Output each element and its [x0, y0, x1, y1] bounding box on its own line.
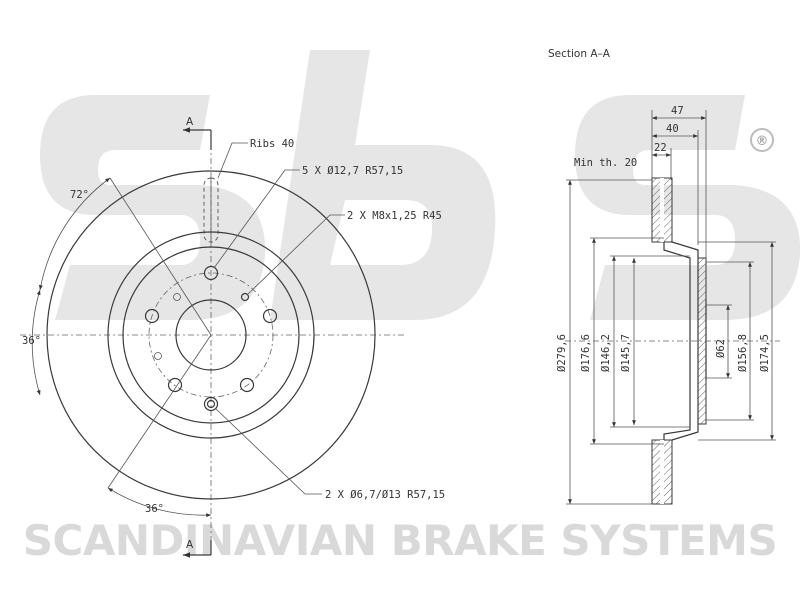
bolt-hole [167, 377, 183, 393]
hat-outer-edge [122, 246, 300, 424]
dia-279-6: Ø279,6 [556, 334, 568, 372]
bolt-hole [144, 308, 160, 324]
pin-hole-counterbore [203, 396, 219, 412]
front-view: A A 72° 36° 36° [20, 116, 445, 558]
leader-bolt-holes [213, 169, 300, 269]
logo-letter-s1 [40, 95, 266, 320]
bolt-hole [203, 265, 219, 281]
bolt-holes-label: 5 X Ø12,7 R57,15 [302, 165, 403, 177]
dim-22: 22 [654, 142, 667, 154]
logo-letter-s2 [575, 95, 800, 320]
logo-letter-b [270, 50, 496, 320]
dia-174-5: Ø174,5 [759, 334, 771, 372]
dim-47: 47 [671, 105, 684, 117]
pin-hole [154, 352, 162, 360]
pin-hole [206, 399, 216, 409]
radial-line-36 [107, 334, 212, 489]
bolt-hole [239, 377, 255, 393]
pin-holes-label: 2 X Ø6,7/Ø13 R57,15 [325, 489, 445, 501]
ribs-label: Ribs 40 [250, 138, 294, 150]
leader-pin-holes [214, 407, 322, 495]
section-marker-top: A [186, 116, 194, 128]
angle-label-36-bottom: 36° [145, 503, 164, 515]
dia-145-7: Ø145,7 [620, 334, 632, 372]
section-marker-bottom: A [186, 539, 194, 551]
sbs-logo-watermark: ® SCANDINAVIAN BRAKE SYSTEMS [23, 50, 800, 565]
angle-label-36-left: 36° [22, 335, 41, 347]
leader-ribs [217, 142, 248, 179]
brand-tagline: SCANDINAVIAN BRAKE SYSTEMS [23, 516, 777, 565]
min-thickness-label: Min th. 20 [574, 157, 637, 169]
threaded-hole [173, 293, 181, 301]
center-bore [175, 299, 247, 371]
dia-62: Ø62 [715, 339, 727, 358]
bolt-hole [262, 308, 278, 324]
registered-mark: ® [756, 134, 769, 149]
bolt-pitch-circle [148, 272, 274, 398]
dim-40: 40 [666, 123, 679, 135]
angle-arc-36-bottom [107, 487, 212, 518]
registered-circle [750, 128, 774, 152]
threaded-holes-label: 2 X M8x1,25 R45 [347, 210, 442, 222]
angle-arc-72 [38, 177, 111, 291]
section-title: Section A–A [548, 48, 611, 60]
angle-arc-36-left [31, 289, 41, 396]
angle-label-72: 72° [70, 189, 89, 201]
threaded-hole [240, 292, 250, 302]
dia-156-8: Ø156,8 [737, 334, 749, 372]
dia-146-2: Ø146,2 [600, 334, 612, 372]
section-view: Section A–A 47 40 22 Min th. 20 Ø279,6 [548, 48, 780, 505]
disc-outer-edge [46, 170, 376, 500]
radial-line-72 [109, 177, 212, 336]
dia-176-6: Ø176,6 [580, 334, 592, 372]
hat-wall-inner [663, 242, 691, 440]
leader-threaded-holes [247, 214, 345, 295]
